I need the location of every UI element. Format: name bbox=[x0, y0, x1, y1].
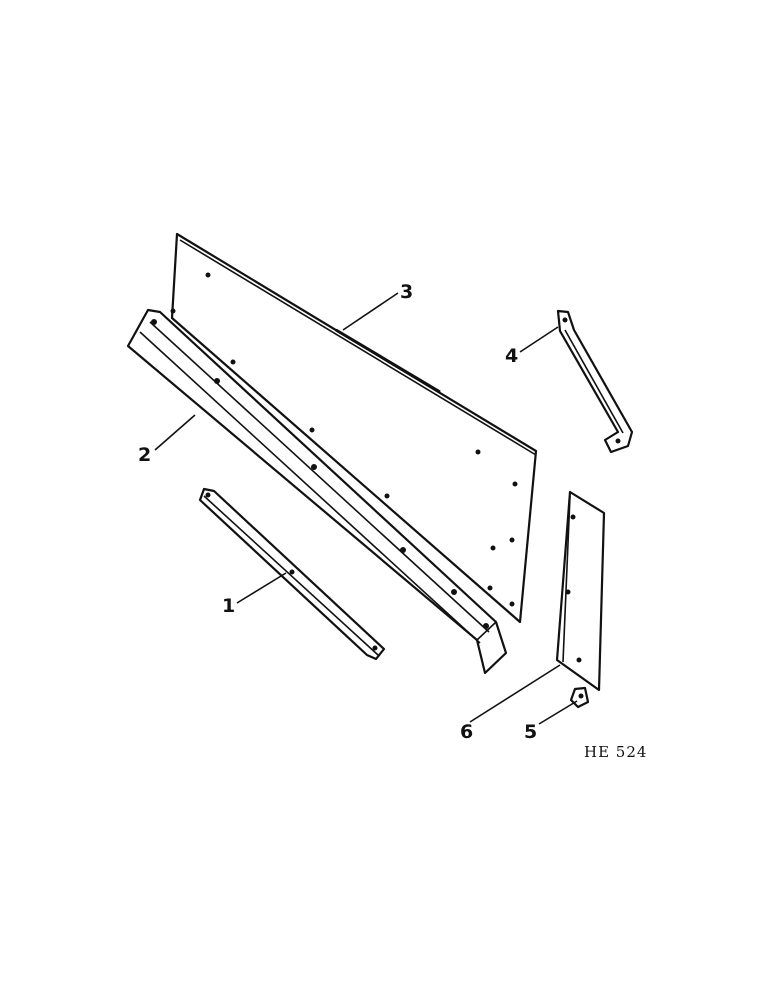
callout-4: 4 bbox=[505, 345, 518, 367]
leader-lines bbox=[154, 292, 578, 725]
leader-4 bbox=[519, 326, 559, 353]
part-6-angle bbox=[555, 490, 606, 692]
leader-1 bbox=[236, 572, 287, 604]
part-3-panel bbox=[170, 232, 538, 624]
leader-5 bbox=[538, 700, 578, 725]
callout-5: 5 bbox=[524, 721, 537, 743]
callout-1: 1 bbox=[222, 595, 235, 617]
part-4-bracket bbox=[556, 309, 634, 454]
leader-6 bbox=[469, 664, 561, 723]
leader-3 bbox=[342, 292, 399, 331]
callout-6: 6 bbox=[460, 721, 473, 743]
part-5-clip bbox=[569, 686, 590, 709]
callout-3: 3 bbox=[400, 281, 413, 303]
part-2-channel bbox=[126, 308, 508, 675]
leader-2 bbox=[154, 414, 196, 451]
figure-code: HE 524 bbox=[584, 743, 647, 761]
callout-2: 2 bbox=[138, 444, 151, 466]
part-1-bar bbox=[198, 487, 386, 661]
